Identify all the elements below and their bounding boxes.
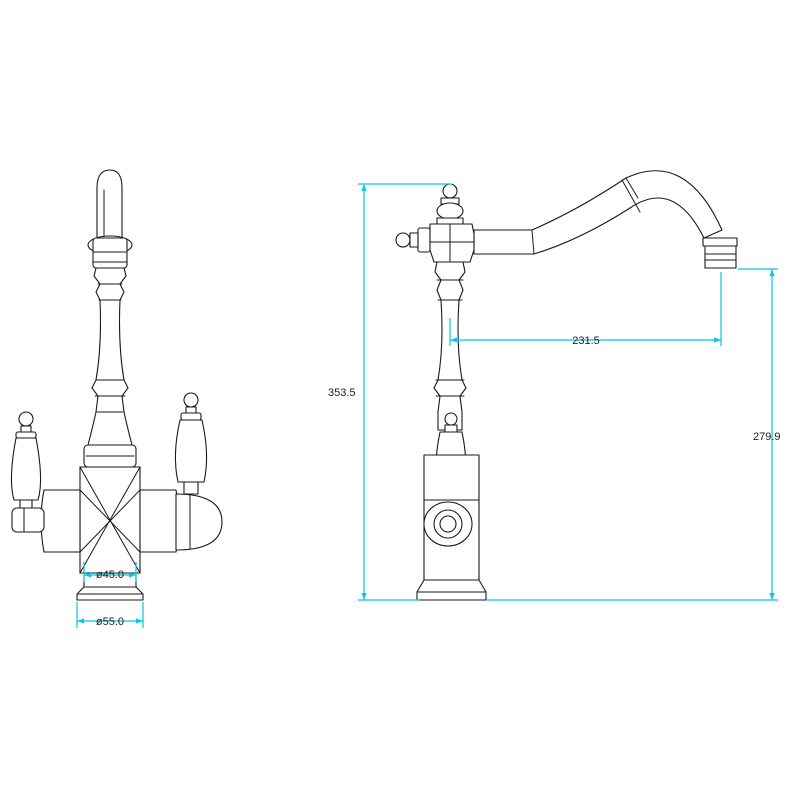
front-left-handle	[10, 411, 42, 509]
front-view	[10, 169, 223, 601]
front-spout-top	[96, 169, 123, 239]
side-view	[395, 170, 738, 601]
dim-inner-base-diameter: ø45.0	[83, 562, 137, 582]
dim-total-height-label: 353.5	[328, 387, 356, 399]
front-left-arm	[40, 489, 81, 553]
dimensions: ø45.0 ø55.0 353.5 231.5	[76, 183, 781, 628]
dim-total-height: 353.5	[328, 183, 452, 601]
side-head	[429, 223, 475, 263]
side-body-outlet	[423, 501, 473, 547]
dim-spout-outlet-height: 279.9	[486, 268, 781, 601]
side-top-finial	[436, 183, 464, 225]
dim-spout-reach-label: 231.5	[572, 335, 600, 347]
front-right-arm	[139, 489, 180, 553]
front-left-cap	[11, 507, 45, 533]
front-column	[87, 267, 133, 446]
side-spout-outlet	[702, 237, 738, 269]
side-left-knob	[395, 227, 431, 253]
dim-outer-base-diameter-label: ø55.0	[96, 616, 124, 628]
side-spout-arm	[473, 170, 723, 255]
dim-spout-outlet-height-label: 279.9	[753, 431, 781, 443]
dim-outer-base-diameter: ø55.0	[76, 602, 144, 628]
front-right-handle	[174, 392, 208, 495]
dim-inner-base-diameter-label: ø45.0	[96, 569, 124, 581]
dim-spout-reach: 231.5	[449, 272, 722, 347]
side-base	[416, 579, 487, 601]
front-right-cap	[175, 493, 223, 551]
